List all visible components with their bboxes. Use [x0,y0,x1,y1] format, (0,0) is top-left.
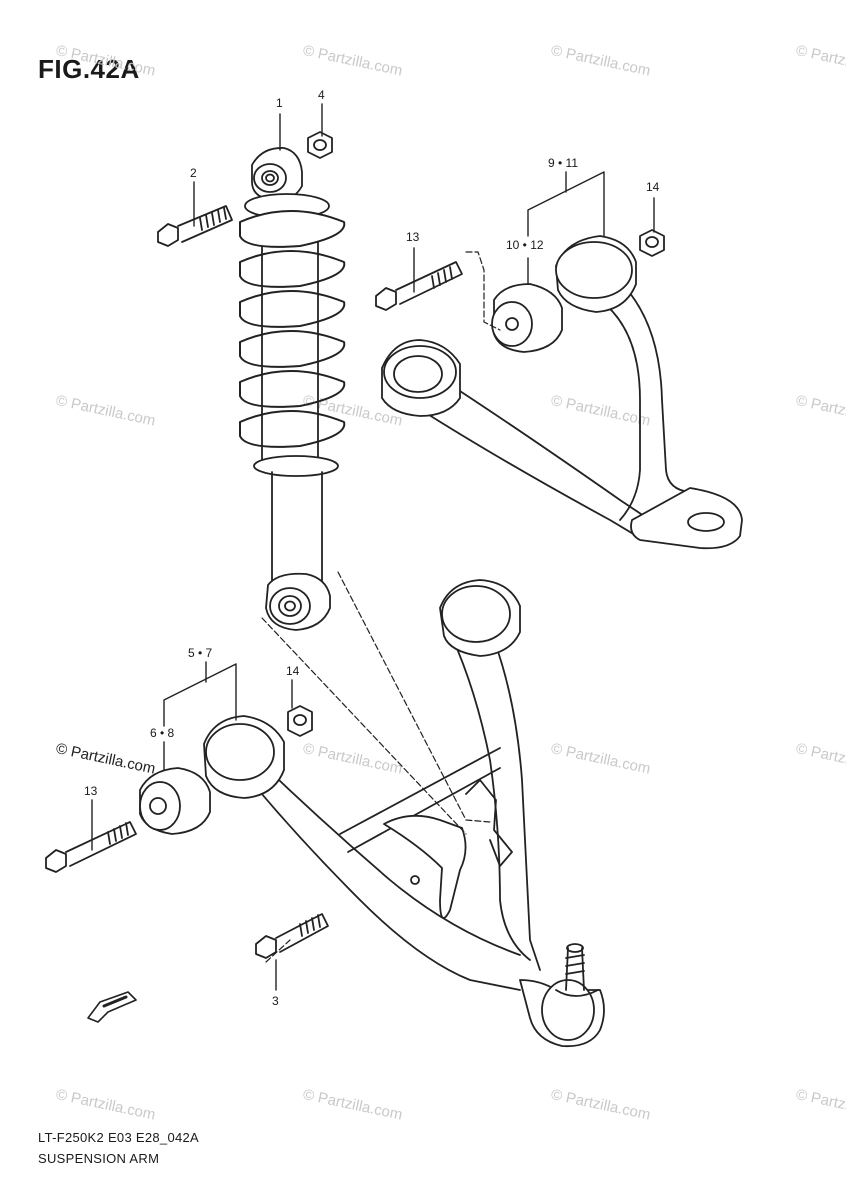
footer-code: LT-F250K2 E03 E28_042A [38,1130,200,1145]
fwd-arrow-icon [87,991,137,1023]
coil-spring [239,210,346,448]
callout-2: 2 [190,166,197,180]
nut-14-lower [287,705,313,737]
upper-arm [381,235,743,550]
callout-14-lower: 14 [286,664,300,678]
bolt-3 [255,913,329,959]
callout-1: 1 [276,96,283,110]
callout-9-11: 9 • 11 [548,156,578,170]
footer-name: SUSPENSION ARM [38,1151,160,1166]
callout-lines [91,103,655,991]
callout-4: 4 [318,88,325,102]
figure-title: FIG.42A [38,54,140,84]
bolt-13-upper [375,261,463,311]
callout-14-upper: 14 [646,180,660,194]
nut-4 [307,131,333,159]
bushing-6-8 [139,767,211,835]
nut-14-upper [639,229,665,257]
shock-top-eye [251,147,303,202]
callout-13-upper: 13 [406,230,420,244]
callout-10-12: 10 • 12 [506,238,544,252]
bushing-10-12 [491,283,563,353]
dashed-leaders [261,251,501,963]
callout-13-lower: 13 [84,784,98,798]
lower-arm [203,579,605,1048]
callout-5-7: 5 • 7 [188,646,213,660]
callout-6-8: 6 • 8 [150,726,175,740]
bolt-13-lower [45,821,137,873]
shock-absorber [239,147,346,631]
shock-bottom-eye [265,572,331,631]
callout-3: 3 [272,994,279,1008]
bolt-2 [157,205,233,247]
